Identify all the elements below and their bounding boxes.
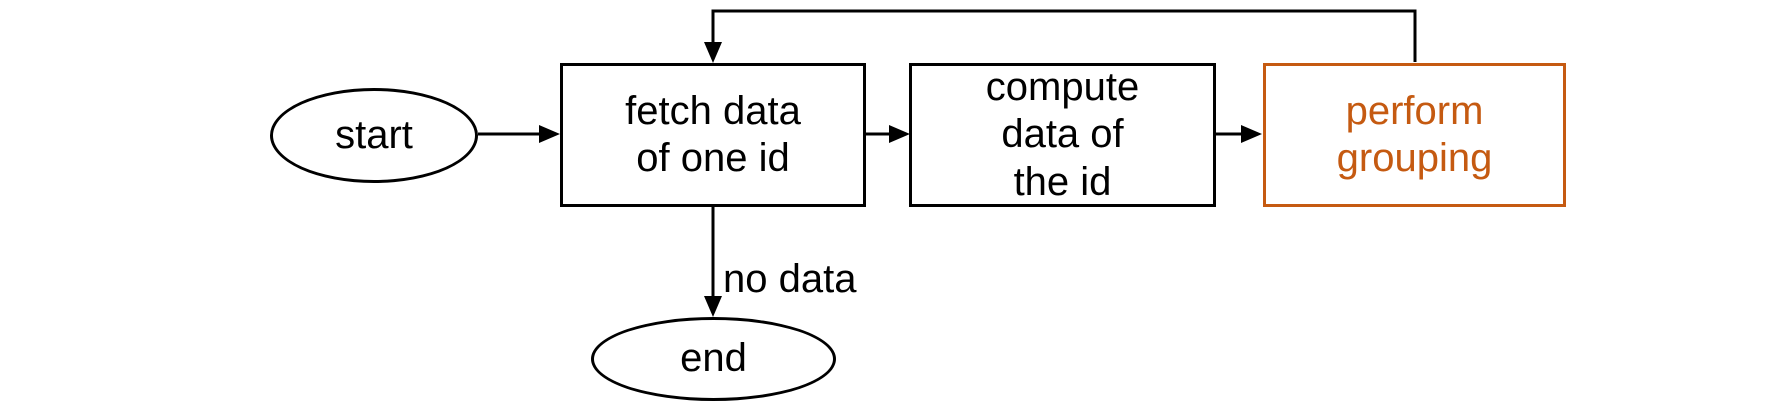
fetch-to-end-arrow (704, 206, 722, 317)
perform-grouping-node: perform grouping (1263, 63, 1566, 207)
no-data-edge-label: no data (723, 257, 857, 301)
start-node: start (270, 88, 478, 183)
compute-data-node: compute data of the id (909, 63, 1216, 207)
end-node: end (591, 317, 836, 401)
compute-to-perform-arrow (1216, 125, 1262, 143)
fetch-to-compute-arrow (866, 125, 910, 143)
fetch-data-node: fetch data of one id (560, 63, 866, 207)
start-to-fetch-arrow (478, 125, 560, 143)
loop-back-arrow (704, 9, 1417, 63)
